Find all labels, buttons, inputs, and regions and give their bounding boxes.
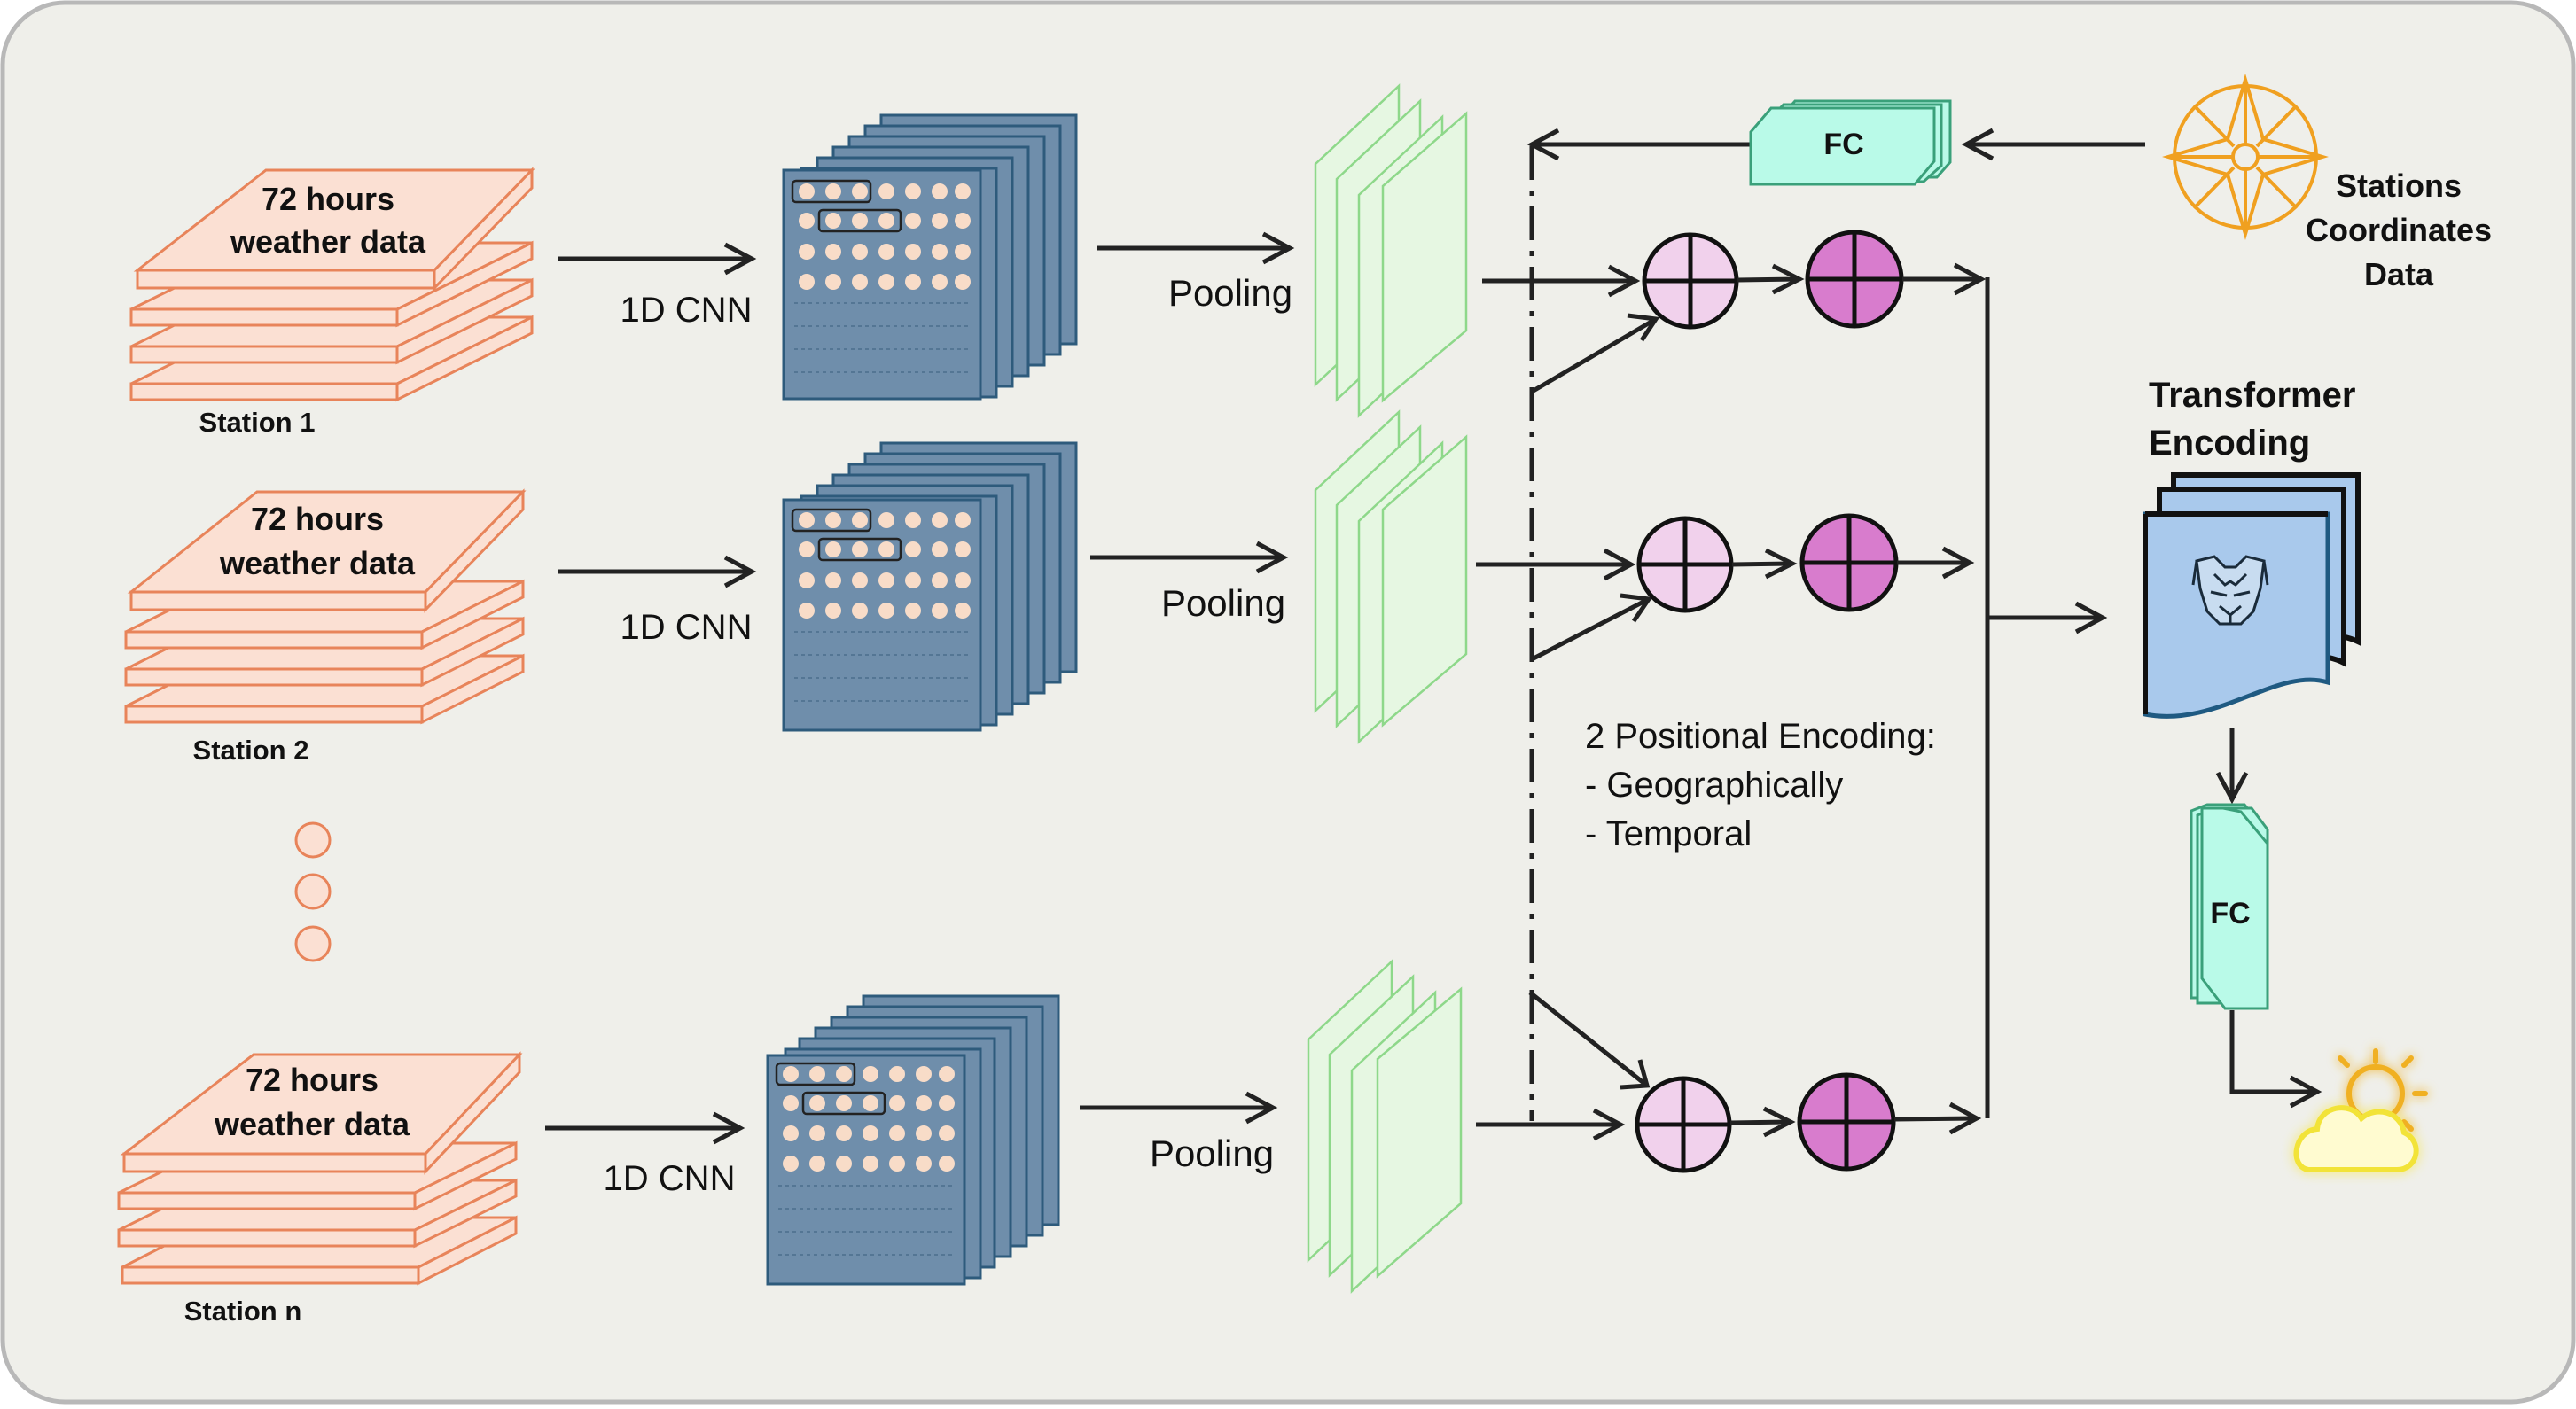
compass-icon xyxy=(2162,74,2329,240)
station-2-branch-arrow xyxy=(1530,596,1651,662)
coords-label-line3: Data xyxy=(2364,256,2434,292)
station-2-row: 72 hours weather data Station 2 1D CNN xyxy=(124,409,1975,766)
coords-label-line1: Stations xyxy=(2336,167,2462,204)
station-n-data-label-line2: weather data xyxy=(214,1106,410,1142)
arrow-head xyxy=(1762,1106,1796,1138)
arrow-head xyxy=(1941,546,1975,580)
arrow-head xyxy=(1961,128,1994,161)
fc-top-label: FC xyxy=(1823,128,1863,161)
station-1-name: Station 1 xyxy=(199,407,316,438)
station-1-pooled-maps xyxy=(1314,83,1468,418)
arrow-head xyxy=(1620,593,1653,623)
station-n-data-label-line1: 72 hours xyxy=(246,1062,379,1098)
fc-bottom-label: FC xyxy=(2210,897,2250,930)
arrow-head xyxy=(1953,262,1987,296)
station-2-geo-add-node xyxy=(1636,516,1734,613)
station-2-data-label-line1: 72 hours xyxy=(251,501,384,537)
station-1-pooling-label: Pooling xyxy=(1168,272,1292,314)
more-stations-ellipsis xyxy=(294,821,332,962)
station-n-name: Station n xyxy=(184,1296,302,1327)
station-2-cnn-feature-maps xyxy=(782,441,1078,732)
station-1-cnn-label: 1D CNN xyxy=(621,291,753,330)
station-2-data-label-line2: weather data xyxy=(219,545,416,581)
arrow-head xyxy=(2289,1075,2322,1109)
arrow-head xyxy=(712,1111,745,1145)
station-1-data-label-line2: weather data xyxy=(230,223,426,260)
station-1-cnn-feature-maps xyxy=(782,113,1078,401)
station-n-arrow-out xyxy=(1893,1116,1978,1122)
station-n-geo-add-node xyxy=(1635,1076,1732,1173)
fc-to-output-arrow xyxy=(2229,1010,2315,1094)
arrow-head xyxy=(1255,541,1289,574)
station-n-branch-arrow xyxy=(1528,991,1649,1087)
station-n-pooling-label: Pooling xyxy=(1150,1133,1274,1174)
station-n-cnn-label: 1D CNN xyxy=(604,1159,736,1198)
arrow-head xyxy=(1627,313,1660,342)
positional-line1: 2 Positional Encoding: xyxy=(1585,717,1936,756)
transformer-label-line1: Transformer xyxy=(2149,376,2355,415)
arrow-head xyxy=(1603,548,1636,581)
station-n-row: 72 hours weather data Station n 1D CNN xyxy=(117,959,1982,1327)
positional-line3: - Temporal xyxy=(1585,814,1752,853)
arrow-head xyxy=(1592,1108,1626,1141)
arrow-head xyxy=(1764,548,1798,580)
station-n-data-stack xyxy=(117,1051,523,1286)
station-1-temporal-add-node xyxy=(1805,230,1904,329)
arrow-head xyxy=(1526,128,1560,161)
station-2-pooled-maps xyxy=(1314,409,1468,744)
station-n-cnn-feature-maps xyxy=(766,994,1060,1286)
station-2-cnn-label: 1D CNN xyxy=(621,608,753,647)
fc-output-block: FC xyxy=(2190,803,2269,1010)
coords-label-line2: Coordinates xyxy=(2306,212,2492,248)
positional-line2: - Geographically xyxy=(1585,766,1843,805)
station-n-arrow-between-adds xyxy=(1729,1119,1790,1125)
arrow-head xyxy=(723,555,757,588)
station-2-data-stack xyxy=(124,488,527,725)
station-2-pooling-label: Pooling xyxy=(1161,582,1285,624)
station-2-name: Station 2 xyxy=(193,735,309,766)
station-1-data-label-line1: 72 hours xyxy=(262,181,394,217)
station-1-arrow-between-adds xyxy=(1737,276,1799,283)
station-n-temporal-add-node xyxy=(1797,1072,1896,1172)
arrow-head xyxy=(1771,263,1805,295)
arrow-head xyxy=(1607,264,1641,298)
arrow-head xyxy=(1245,1091,1278,1125)
arrow-head xyxy=(2215,771,2249,805)
arrow-head xyxy=(1620,1059,1651,1090)
station-1-data-stack xyxy=(129,167,535,402)
fc-coordinates-block: FC xyxy=(1749,99,1952,186)
partly-sunny-icon xyxy=(2293,1048,2428,1172)
station-1-branch-arrow xyxy=(1530,316,1658,394)
arrow-head xyxy=(1261,231,1295,265)
transformer-label-line2: Encoding xyxy=(2149,424,2310,463)
station-1-row: 72 hours weather data Station 1 1D CNN xyxy=(129,83,1987,438)
station-n-pooled-maps xyxy=(1307,959,1463,1294)
arrow-head xyxy=(1948,1102,1982,1135)
transformer-logo-icon xyxy=(2191,555,2269,626)
station-1-geo-add-node xyxy=(1642,232,1739,330)
arrow-head xyxy=(723,242,757,276)
station-2-temporal-add-node xyxy=(1799,513,1899,612)
arrow-head xyxy=(2074,601,2108,634)
